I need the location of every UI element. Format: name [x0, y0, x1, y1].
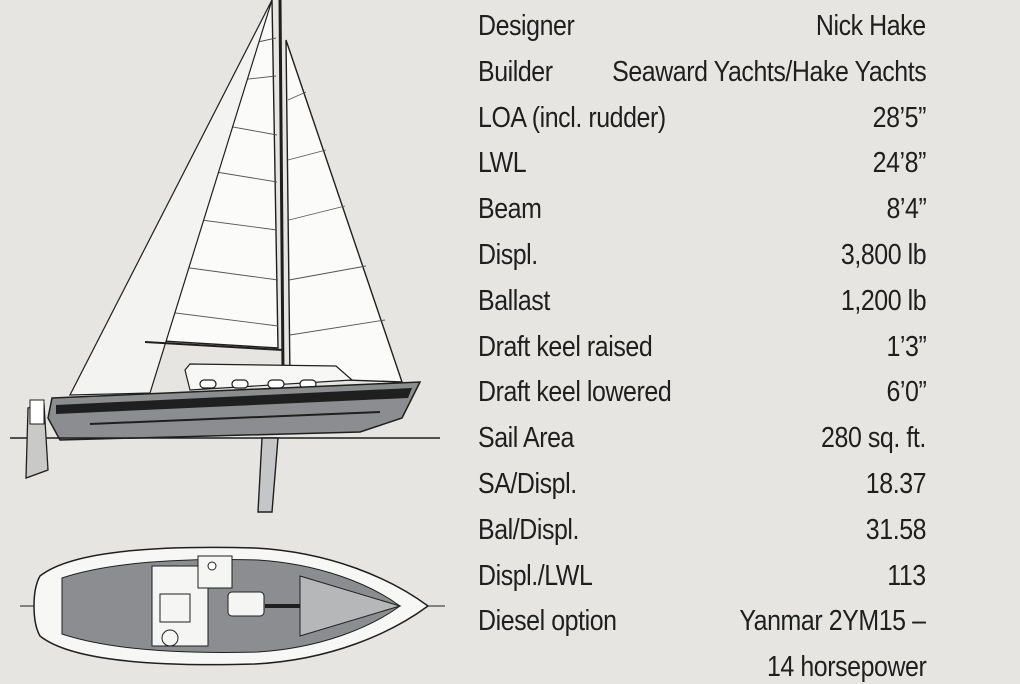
spec-row-displ-lwl: Displ./LWL 113: [478, 558, 926, 604]
spec-row-ballast: Ballast 1,200 lb: [478, 283, 926, 329]
headsail: [69, 0, 273, 396]
spec-label: Displ.: [478, 238, 538, 271]
boom: [144, 341, 284, 351]
spec-row-bal-displ: Bal/Displ. 31.58: [478, 512, 926, 558]
spec-label: SA/Displ.: [478, 467, 577, 500]
spec-value: 3,800 lb: [840, 238, 927, 271]
spec-value: 31.58: [865, 513, 927, 546]
spec-row-draft-lowered: Draft keel lowered 6’0”: [478, 374, 926, 420]
spec-label: LWL: [478, 147, 527, 180]
spec-value: Yanmar 2YM15 –: [739, 605, 927, 638]
specifications-table: Designer Nick Hake Builder Seaward Yacht…: [478, 8, 927, 683]
spec-row-sail-area: Sail Area 280 sq. ft.: [478, 420, 926, 466]
spec-row-sa-displ: SA/Displ. 18.37: [478, 466, 926, 512]
spec-row-diesel-option: Diesel option Yanmar 2YM15 – 14 horsepow…: [478, 603, 927, 683]
spec-value-continuation: 14 horsepower: [766, 651, 927, 684]
spec-value: 24’8”: [872, 147, 927, 180]
spec-row-draft-raised: Draft keel raised 1’3”: [478, 329, 926, 375]
spec-value: 1,200 lb: [840, 284, 927, 317]
sailboat-drawing: [10, 0, 445, 666]
mast: [278, 0, 285, 373]
spec-value: 18.37: [865, 467, 927, 500]
spec-value: Nick Hake: [816, 10, 926, 42]
spec-value: Seaward Yachts/Hake Yachts: [611, 55, 927, 88]
spec-label: Beam: [478, 193, 542, 226]
spec-row-displacement: Displ. 3,800 lb: [478, 237, 926, 283]
plan-galley: [197, 555, 233, 589]
spec-label: Designer: [478, 10, 575, 42]
plan-head: [161, 629, 179, 647]
jib: [285, 39, 403, 383]
spec-row-designer: Designer Nick Hake: [478, 8, 926, 54]
spec-row-beam: Beam 8’4”: [478, 191, 926, 237]
plan-companionway: [159, 593, 191, 623]
spec-label: Builder: [478, 55, 553, 88]
spec-value: 1’3”: [886, 330, 926, 363]
spec-label: Displ./LWL: [478, 559, 593, 592]
spec-row-loa: LOA (incl. rudder) 28’5”: [478, 100, 926, 146]
spec-label: Draft keel raised: [478, 330, 653, 363]
spec-row-builder: Builder Seaward Yachts/Hake Yachts: [478, 54, 926, 100]
spec-label: Diesel option: [478, 605, 617, 638]
spec-label: LOA (incl. rudder): [478, 101, 666, 134]
spec-value: 28’5”: [872, 101, 927, 134]
plan-v-berth: [299, 575, 402, 637]
spec-label: Draft keel lowered: [478, 376, 672, 409]
spec-value: 6’0”: [886, 376, 926, 409]
spec-row-lwl: LWL 24’8”: [478, 145, 926, 191]
jib-panels: [287, 91, 386, 336]
plan-settee: [227, 591, 265, 617]
outboard-bracket: [29, 399, 45, 425]
spec-label: Bal/Displ.: [478, 513, 580, 546]
spec-value: 280 sq. ft.: [821, 422, 926, 455]
spec-label: Sail Area: [478, 422, 574, 455]
spec-label: Ballast: [478, 284, 550, 317]
keel: [257, 437, 279, 513]
sheer-stripe: [56, 388, 412, 414]
spec-value: 8’4”: [886, 193, 926, 226]
spec-value: 113: [887, 559, 927, 592]
cabin-house: [184, 363, 354, 391]
plan-sink: [207, 561, 217, 571]
boot-stripe: [89, 411, 381, 425]
